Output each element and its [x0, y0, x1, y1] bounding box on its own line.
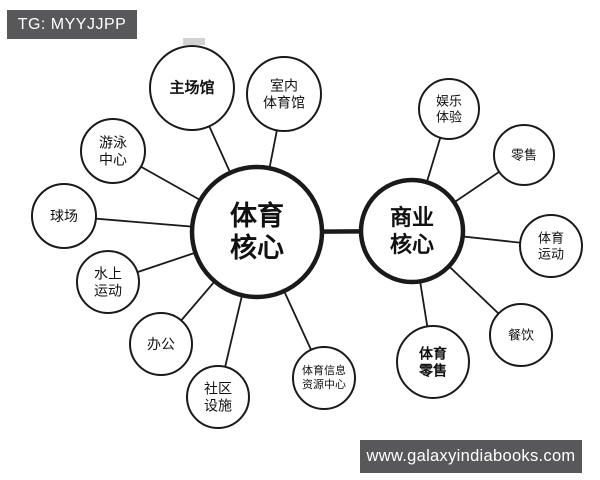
node-swimming-center-circle	[80, 118, 146, 184]
artifact-smudge	[183, 38, 205, 45]
node-office-circle	[129, 312, 193, 376]
node-entertainment-experience-label: 娱乐体验	[436, 94, 462, 125]
node-community-facilities-label: 社区设施	[204, 381, 232, 414]
node-sports-activity-label: 体育运动	[538, 231, 564, 262]
node-office-label: 办公	[147, 336, 175, 352]
node-main-stadium-circle	[149, 45, 235, 131]
node-retail-circle	[493, 124, 555, 186]
node-water-sports-label: 水上运动	[94, 266, 122, 299]
hub-sports-core-label: 体育核心	[230, 200, 284, 263]
node-water-sports-circle	[76, 250, 140, 314]
node-community-facilities-circle	[186, 365, 250, 429]
node-sports-retail-label: 体育零售	[418, 346, 447, 379]
node-sports-retail-circle	[396, 325, 470, 399]
node-swimming-center-label: 游泳中心	[99, 135, 127, 168]
hub-business-core-label: 商业核心	[390, 205, 434, 257]
node-entertainment-experience-circle	[418, 78, 480, 140]
node-indoor-gym-label: 室内体育馆	[263, 78, 305, 111]
hub-sports-core-circle	[189, 164, 325, 300]
hub-business-core-circle	[358, 177, 466, 285]
node-retail-label: 零售	[511, 148, 537, 163]
node-ball-field-label: 球场	[50, 208, 78, 224]
node-main-stadium-label: 主场馆	[169, 79, 214, 97]
node-sports-info-resource-center-circle	[292, 346, 356, 410]
telegram-badge-text: TG: MYYJJPP	[17, 15, 127, 33]
node-dining-label: 餐饮	[508, 328, 534, 343]
node-indoor-gym-circle	[246, 56, 322, 132]
telegram-badge: TG: MYYJJPP	[7, 10, 137, 39]
node-sports-info-resource-center-label: 体育信息资源中心	[302, 363, 346, 391]
watermark-bar: www.galaxyindiabooks.com	[360, 440, 582, 473]
node-ball-field-circle	[31, 183, 97, 249]
watermark-text: www.galaxyindiabooks.com	[366, 447, 576, 465]
node-sports-activity-circle	[519, 214, 583, 278]
node-dining-circle	[489, 303, 553, 367]
